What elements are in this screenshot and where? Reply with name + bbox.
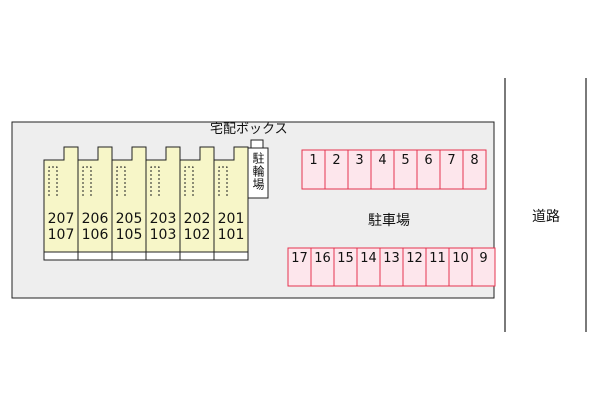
delivery-box xyxy=(250,139,264,149)
unit-number-upper: 201 xyxy=(217,211,245,227)
unit-number-upper: 203 xyxy=(149,211,177,227)
parking-label: 駐車場 xyxy=(368,213,410,229)
parking-slot-number: 17 xyxy=(291,251,308,266)
parking-slot-number: 10 xyxy=(452,251,469,266)
unit-base-strip xyxy=(145,251,181,261)
parking-slot-number: 9 xyxy=(479,251,488,266)
parking-slot-number: 14 xyxy=(360,251,377,266)
road-label: 道路 xyxy=(532,209,560,225)
parking-slot-number: 7 xyxy=(447,153,456,168)
unit-stair-outline xyxy=(218,166,228,196)
parking-slot-number: 13 xyxy=(383,251,400,266)
parking-slot-number: 11 xyxy=(429,251,446,266)
parking-slot xyxy=(471,247,496,287)
unit-base-strip xyxy=(43,251,79,261)
unit-base-strip xyxy=(213,251,249,261)
unit-number-lower: 101 xyxy=(217,227,245,243)
unit-number-upper: 207 xyxy=(47,211,75,227)
parking-slot xyxy=(462,149,487,190)
unit-stair-outline xyxy=(150,166,160,196)
unit-base-strip xyxy=(111,251,147,261)
parking-slot-number: 2 xyxy=(332,153,341,168)
parking-slot-number: 5 xyxy=(401,153,410,168)
parking-slot-number: 4 xyxy=(378,153,387,168)
delivery-box-label: 宅配ボックス xyxy=(210,122,288,137)
unit-number-upper: 205 xyxy=(115,211,143,227)
unit-stair-outline xyxy=(116,166,126,196)
unit-stair-outline xyxy=(82,166,92,196)
unit-base-strip xyxy=(77,251,113,261)
bicycle-parking-label: 駐輪場 xyxy=(251,152,265,191)
unit-number-lower: 102 xyxy=(183,227,211,243)
bicycle-parking xyxy=(247,147,269,199)
unit-stair-outline xyxy=(184,166,194,196)
unit-number-upper: 202 xyxy=(183,211,211,227)
parking-slot-number: 3 xyxy=(355,153,364,168)
parking-slot-number: 6 xyxy=(424,153,433,168)
unit-number-upper: 206 xyxy=(81,211,109,227)
parking-slot-number: 8 xyxy=(470,153,479,168)
parking-slot-number: 15 xyxy=(337,251,354,266)
unit-number-lower: 106 xyxy=(81,227,109,243)
unit-stair-outline xyxy=(48,166,58,196)
parking-slot-number: 16 xyxy=(314,251,331,266)
unit-number-lower: 105 xyxy=(115,227,143,243)
unit-base-strip xyxy=(179,251,215,261)
unit-number-lower: 103 xyxy=(149,227,177,243)
parking-slot-number: 1 xyxy=(309,153,318,168)
parking-slot-number: 12 xyxy=(406,251,423,266)
unit-number-lower: 107 xyxy=(47,227,75,243)
